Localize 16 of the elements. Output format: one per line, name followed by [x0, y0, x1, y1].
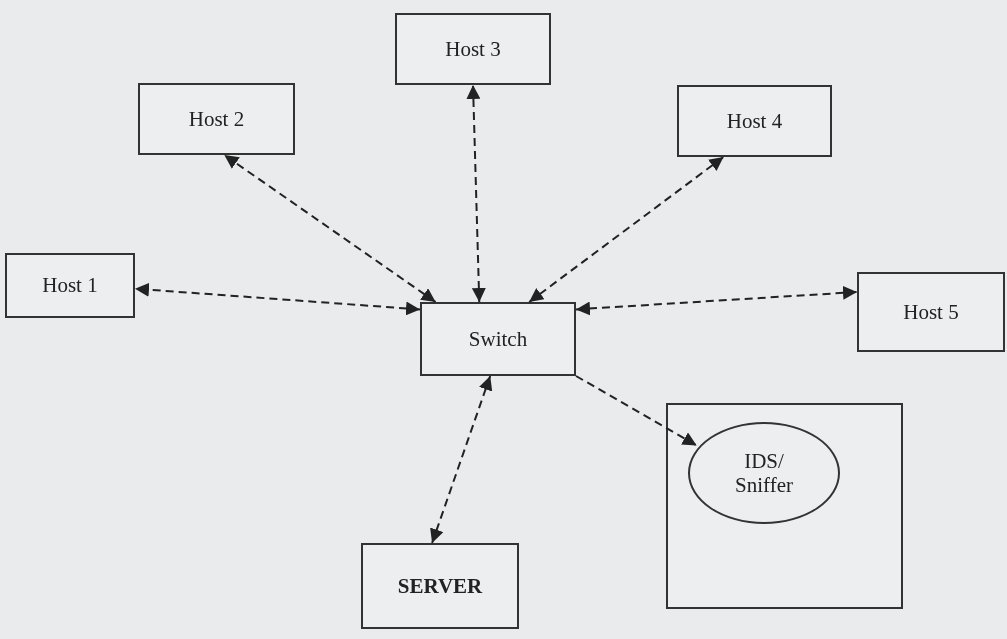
dashed-arrow: [575, 285, 858, 316]
box-node: Switch: [420, 302, 576, 376]
ellipse-node: IDS/ Sniffer: [688, 422, 840, 524]
dashed-arrow: [528, 156, 725, 303]
dashed-arrow: [134, 282, 421, 316]
container-box: [666, 403, 903, 609]
box-node: Host 3: [395, 13, 551, 85]
dashed-arrow: [223, 154, 437, 303]
box-node: Host 5: [857, 272, 1005, 352]
box-node: Host 4: [677, 85, 832, 157]
box-node: Host 2: [138, 83, 295, 155]
box-node: Host 1: [5, 253, 135, 318]
dashed-arrow: [575, 375, 698, 447]
dashed-arrow: [466, 84, 486, 303]
box-node: SERVER: [361, 543, 519, 629]
dashed-arrow: [430, 375, 493, 544]
